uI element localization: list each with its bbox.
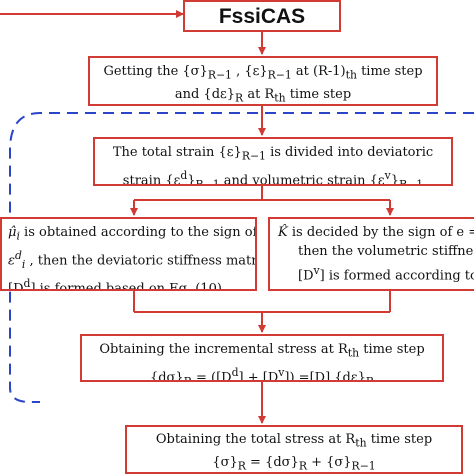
left-line2: εdi , then the deviatoric stiffness matr… bbox=[8, 248, 257, 271]
right-line2: then the volumetric stiffness m bbox=[298, 244, 474, 259]
right-line3: [Dv] is formed according to Eq bbox=[298, 264, 474, 284]
step-incremental-stress: Obtaining the incremental stress at Rth … bbox=[80, 334, 444, 382]
box2-line1: The total strain {ε}R−1 is divided into … bbox=[112, 145, 434, 163]
title-text: FssiCAS bbox=[218, 5, 306, 28]
step-divide-strain: The total strain {ε}R−1 is divided into … bbox=[93, 137, 453, 186]
box4-line2: {dσ}R = ([Dd] + [Dv]) =[D] {dε}R bbox=[149, 365, 375, 382]
left-line3: [Dd] is formed based on Eq. (10) bbox=[8, 276, 222, 291]
step-deviatoric-stiffness: μ̂i is obtained according to the sign of… bbox=[0, 217, 257, 291]
box2-line2: strain {εd}R−1 and volumetric strain {εv… bbox=[122, 168, 424, 186]
right-line1: K̂ is decided by the sign of e = bbox=[278, 225, 474, 240]
box5-line2: {σ}R = {dσ}R + {σ}R−1 bbox=[212, 454, 376, 473]
left-line1: μ̂i is obtained according to the sign of bbox=[8, 225, 257, 243]
step-volumetric-stiffness: K̂ is decided by the sign of e = then th… bbox=[268, 217, 474, 291]
step-get-previous-values: Getting the {σ}R−1 , {ε}R−1 at (R-1)th t… bbox=[88, 56, 438, 106]
box1-line1: Getting the {σ}R−1 , {ε}R−1 at (R-1)th t… bbox=[103, 64, 423, 82]
box1-line2: and {dε}R at Rth time step bbox=[174, 86, 352, 105]
title-box: FssiCAS bbox=[183, 0, 341, 32]
iteration-loop-dashed bbox=[9, 112, 474, 403]
box5-line1: Obtaining the total stress at Rth time s… bbox=[155, 432, 433, 450]
box4-line1: Obtaining the incremental stress at Rth … bbox=[99, 342, 425, 360]
step-total-stress: Obtaining the total stress at Rth time s… bbox=[125, 425, 463, 474]
